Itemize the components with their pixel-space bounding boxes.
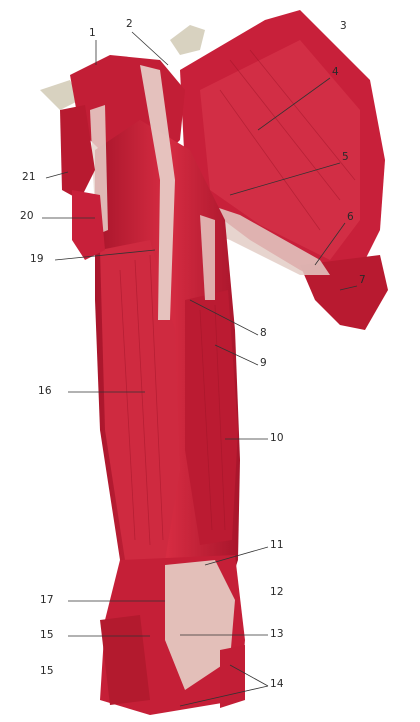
label-15-lower: 15 [40, 665, 54, 677]
label-12: 12 [270, 586, 284, 598]
label-21: 21 [22, 171, 36, 183]
label-11: 11 [270, 539, 284, 551]
label-3: 3 [340, 20, 347, 32]
label-1: 1 [89, 27, 96, 39]
label-9: 9 [260, 357, 267, 369]
left-muscle-20 [72, 190, 105, 260]
forearm-muscle-right [220, 645, 245, 708]
label-2: 2 [126, 18, 133, 30]
label-20: 20 [20, 210, 34, 222]
label-14: 14 [270, 678, 284, 690]
label-8: 8 [260, 327, 267, 339]
label-5: 5 [342, 151, 349, 163]
label-7: 7 [359, 274, 366, 286]
label-13: 13 [270, 628, 284, 640]
bone-tip [170, 25, 205, 55]
label-19: 19 [30, 253, 44, 265]
label-16: 16 [38, 385, 52, 397]
label-15-upper: 15 [40, 629, 54, 641]
label-4: 4 [332, 66, 339, 78]
label-17: 17 [40, 594, 54, 606]
label-6: 6 [347, 211, 354, 223]
label-10: 10 [270, 432, 284, 444]
